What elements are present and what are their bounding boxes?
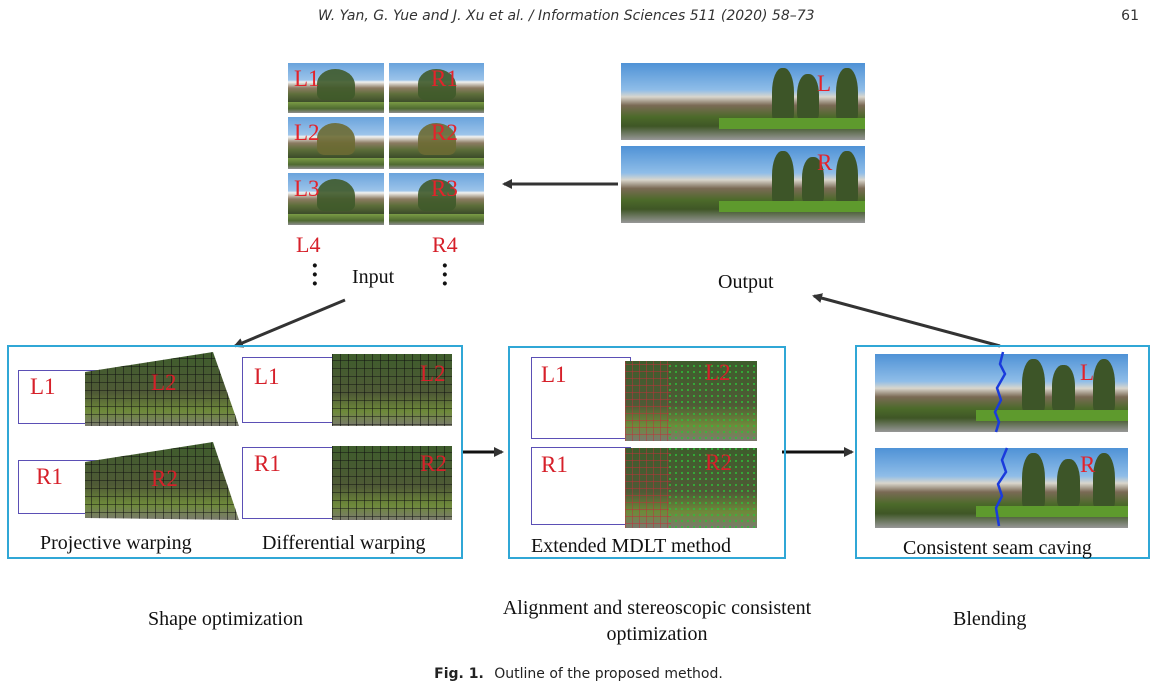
input-image-l3: L3 bbox=[288, 173, 384, 225]
stage-blending: Blending bbox=[953, 608, 1027, 630]
image-label: L2 bbox=[420, 361, 446, 386]
tile-label: L1 bbox=[294, 66, 320, 91]
blending-box bbox=[855, 345, 1150, 559]
image-label: L1 bbox=[254, 364, 280, 389]
differential-image-l2 bbox=[332, 354, 452, 426]
input-image-l1: L1 bbox=[288, 63, 384, 113]
arrow-input-to-shape bbox=[233, 298, 346, 348]
stage-shape-optimization: Shape optimization bbox=[148, 608, 303, 630]
output-panorama-right: R bbox=[621, 146, 865, 223]
page-number: 61 bbox=[1121, 8, 1139, 24]
shape-optimization-box bbox=[7, 345, 463, 559]
output-panorama-left: L bbox=[621, 63, 865, 140]
figure-caption-text: Outline of the proposed method. bbox=[494, 666, 723, 682]
input-label-r4: R4 bbox=[432, 232, 458, 257]
pano-label: L bbox=[817, 71, 832, 96]
seam-caving-caption: Consistent seam caving bbox=[903, 537, 1092, 559]
mdlt-image-l2 bbox=[625, 361, 757, 441]
image-label: L1 bbox=[30, 374, 56, 399]
image-label: R1 bbox=[36, 464, 63, 489]
tile-label: R2 bbox=[431, 120, 458, 145]
frame-alignment-r1 bbox=[531, 447, 631, 525]
running-head: W. Yan, G. Yue and J. Xu et al. / Inform… bbox=[318, 8, 815, 24]
input-caption: Input bbox=[352, 266, 395, 288]
image-label: L2 bbox=[151, 370, 177, 395]
ellipsis-icon: ··· bbox=[311, 253, 319, 297]
ellipsis-icon: ··· bbox=[441, 253, 449, 297]
mdlt-image-r2 bbox=[625, 448, 757, 528]
input-image-r2: R2 bbox=[389, 117, 484, 169]
stage-alignment: Alignment and stereoscopic consistent op… bbox=[502, 597, 812, 645]
image-label: R2 bbox=[151, 466, 178, 491]
warped-image-r2 bbox=[85, 442, 239, 520]
input-image-r1: R1 bbox=[389, 63, 484, 113]
extended-mdlt-caption: Extended MDLT method bbox=[531, 535, 731, 557]
arrow-blending-to-output bbox=[812, 293, 1001, 348]
image-label: R1 bbox=[541, 452, 568, 477]
frame-alignment-l1 bbox=[531, 357, 631, 439]
pano-label: R bbox=[817, 150, 833, 175]
tile-label: R1 bbox=[431, 66, 458, 91]
output-caption: Output bbox=[718, 271, 774, 293]
image-label: L2 bbox=[705, 360, 731, 385]
figure-label: Fig. 1. bbox=[434, 666, 484, 682]
seam-lines bbox=[993, 351, 1009, 527]
projective-warping-caption: Projective warping bbox=[40, 532, 192, 554]
tile-label: R3 bbox=[431, 176, 458, 201]
tile-label: L3 bbox=[294, 176, 320, 201]
pano-label: R bbox=[1080, 452, 1096, 477]
image-label: R1 bbox=[254, 451, 281, 476]
frame-r1-differential bbox=[242, 447, 338, 519]
frame-l1-differential bbox=[242, 357, 338, 423]
differential-image-r2 bbox=[332, 446, 452, 520]
tile-label: L2 bbox=[294, 120, 320, 145]
differential-warping-caption: Differential warping bbox=[262, 532, 426, 554]
figure-caption: Fig. 1. Outline of the proposed method. bbox=[0, 666, 1157, 682]
input-image-l2: L2 bbox=[288, 117, 384, 169]
image-label: R2 bbox=[705, 450, 732, 475]
image-label: L1 bbox=[541, 362, 567, 387]
pano-label: L bbox=[1080, 360, 1095, 385]
input-image-r3: R3 bbox=[389, 173, 484, 225]
alignment-box bbox=[508, 346, 786, 559]
input-label-l4: L4 bbox=[296, 232, 321, 257]
image-label: R2 bbox=[420, 451, 447, 476]
warped-image-l2 bbox=[85, 352, 239, 426]
